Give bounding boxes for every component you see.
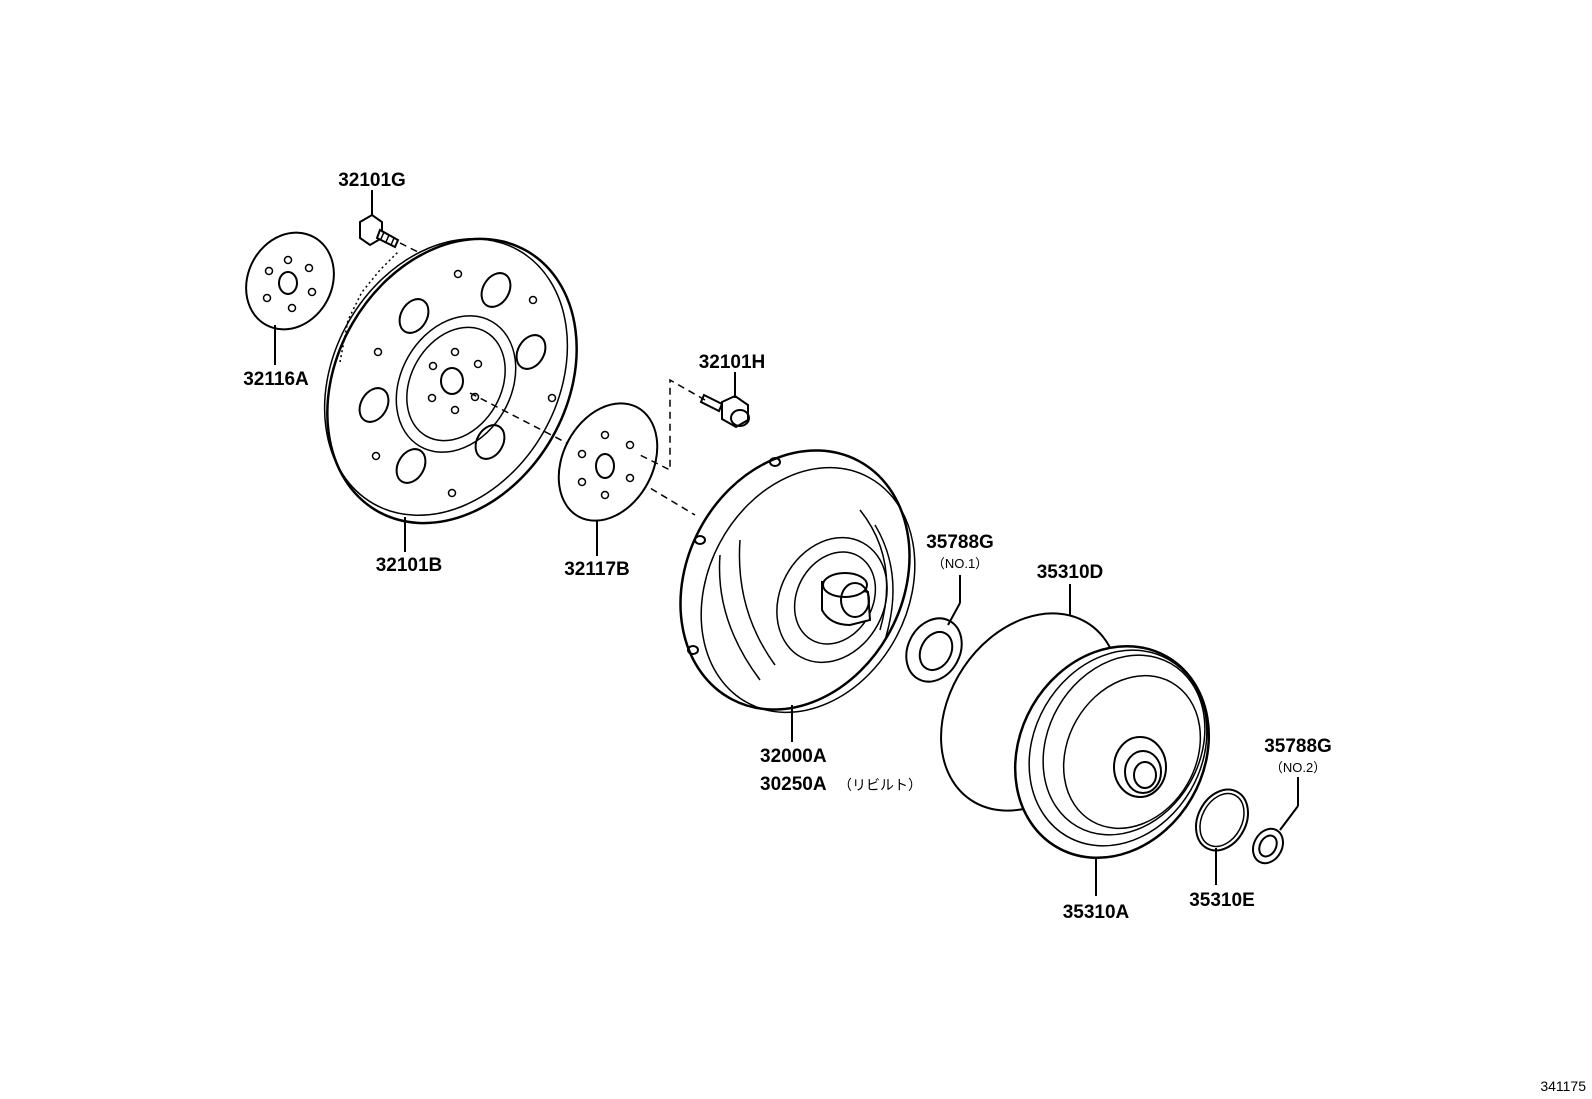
- oil-seal-35788G-no1: [905, 617, 963, 683]
- drive-plate-32101B: [323, 237, 578, 525]
- label-35788G-no2: 35788G: [1264, 736, 1332, 757]
- label-35788G-no1-note: （NO.1）: [932, 556, 988, 571]
- label-32116A: 32116A: [243, 369, 309, 390]
- label-32117B: 32117B: [564, 559, 630, 580]
- leader-35788G-no2-angle: [1279, 805, 1299, 831]
- oil-pump-35310A: [1013, 644, 1211, 860]
- label-rebuilt-note: （リビルト）: [838, 777, 922, 793]
- guide-line-32101H: [639, 378, 706, 472]
- label-30250A: 30250A: [760, 774, 827, 795]
- plate-32117B: [557, 402, 659, 522]
- bolt-32101G: [359, 213, 400, 249]
- label-35788G-no1: 35788G: [926, 532, 994, 553]
- guide-line-32101G: [399, 242, 419, 253]
- bolt-32101H: [699, 393, 750, 429]
- label-32101B: 32101B: [376, 555, 443, 576]
- leader-35788G-no1-angle: [947, 602, 961, 626]
- oil-seal-35788G-no2: [1252, 827, 1284, 865]
- label-35310A: 35310A: [1063, 902, 1130, 923]
- label-32000A: 32000A: [760, 746, 827, 767]
- label-35310D: 35310D: [1037, 562, 1104, 583]
- label-35788G-no2-note: （NO.2）: [1270, 760, 1326, 775]
- o-ring-35310E: [1195, 788, 1249, 852]
- label-32101H: 32101H: [699, 352, 766, 373]
- spacer-plate-32116A: [245, 231, 335, 331]
- diagram-id: 341175: [1540, 1078, 1586, 1094]
- torque-converter-32000A: [679, 449, 916, 714]
- label-35310E: 35310E: [1189, 890, 1255, 911]
- label-32101G: 32101G: [338, 170, 406, 191]
